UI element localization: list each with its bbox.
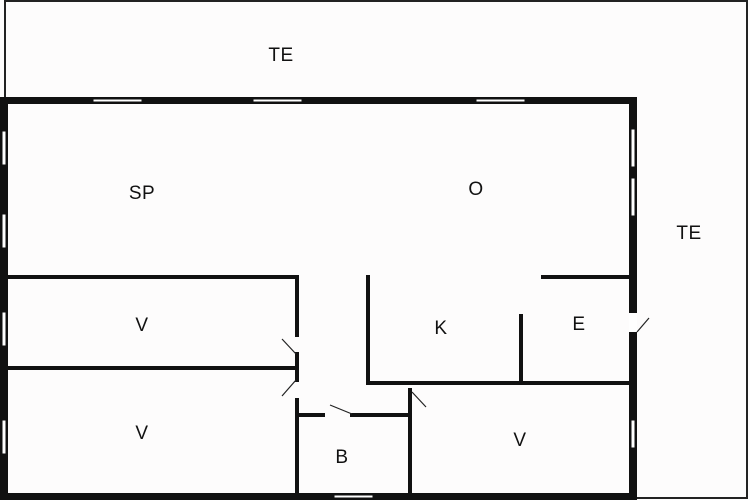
room-label-terrace-top: TE xyxy=(268,45,294,66)
interior-walls xyxy=(6,275,631,495)
room-label-v-bedroom-1: V xyxy=(135,315,149,336)
room-label-k: K xyxy=(434,318,448,339)
terrace-outline xyxy=(4,0,748,499)
windows xyxy=(1,98,636,499)
room-label-e: E xyxy=(572,314,586,335)
room-label-b: B xyxy=(335,447,349,468)
room-label-terrace-right: TE xyxy=(676,223,702,244)
door-swings xyxy=(281,317,650,415)
room-label-v-bedroom-2: V xyxy=(135,423,149,444)
room-label-sp: SP xyxy=(128,183,156,204)
exterior-walls xyxy=(0,97,637,500)
room-label-o: O xyxy=(468,179,484,200)
room-label-v-bedroom-3: V xyxy=(513,430,527,451)
entrance-door-gap xyxy=(629,313,637,332)
